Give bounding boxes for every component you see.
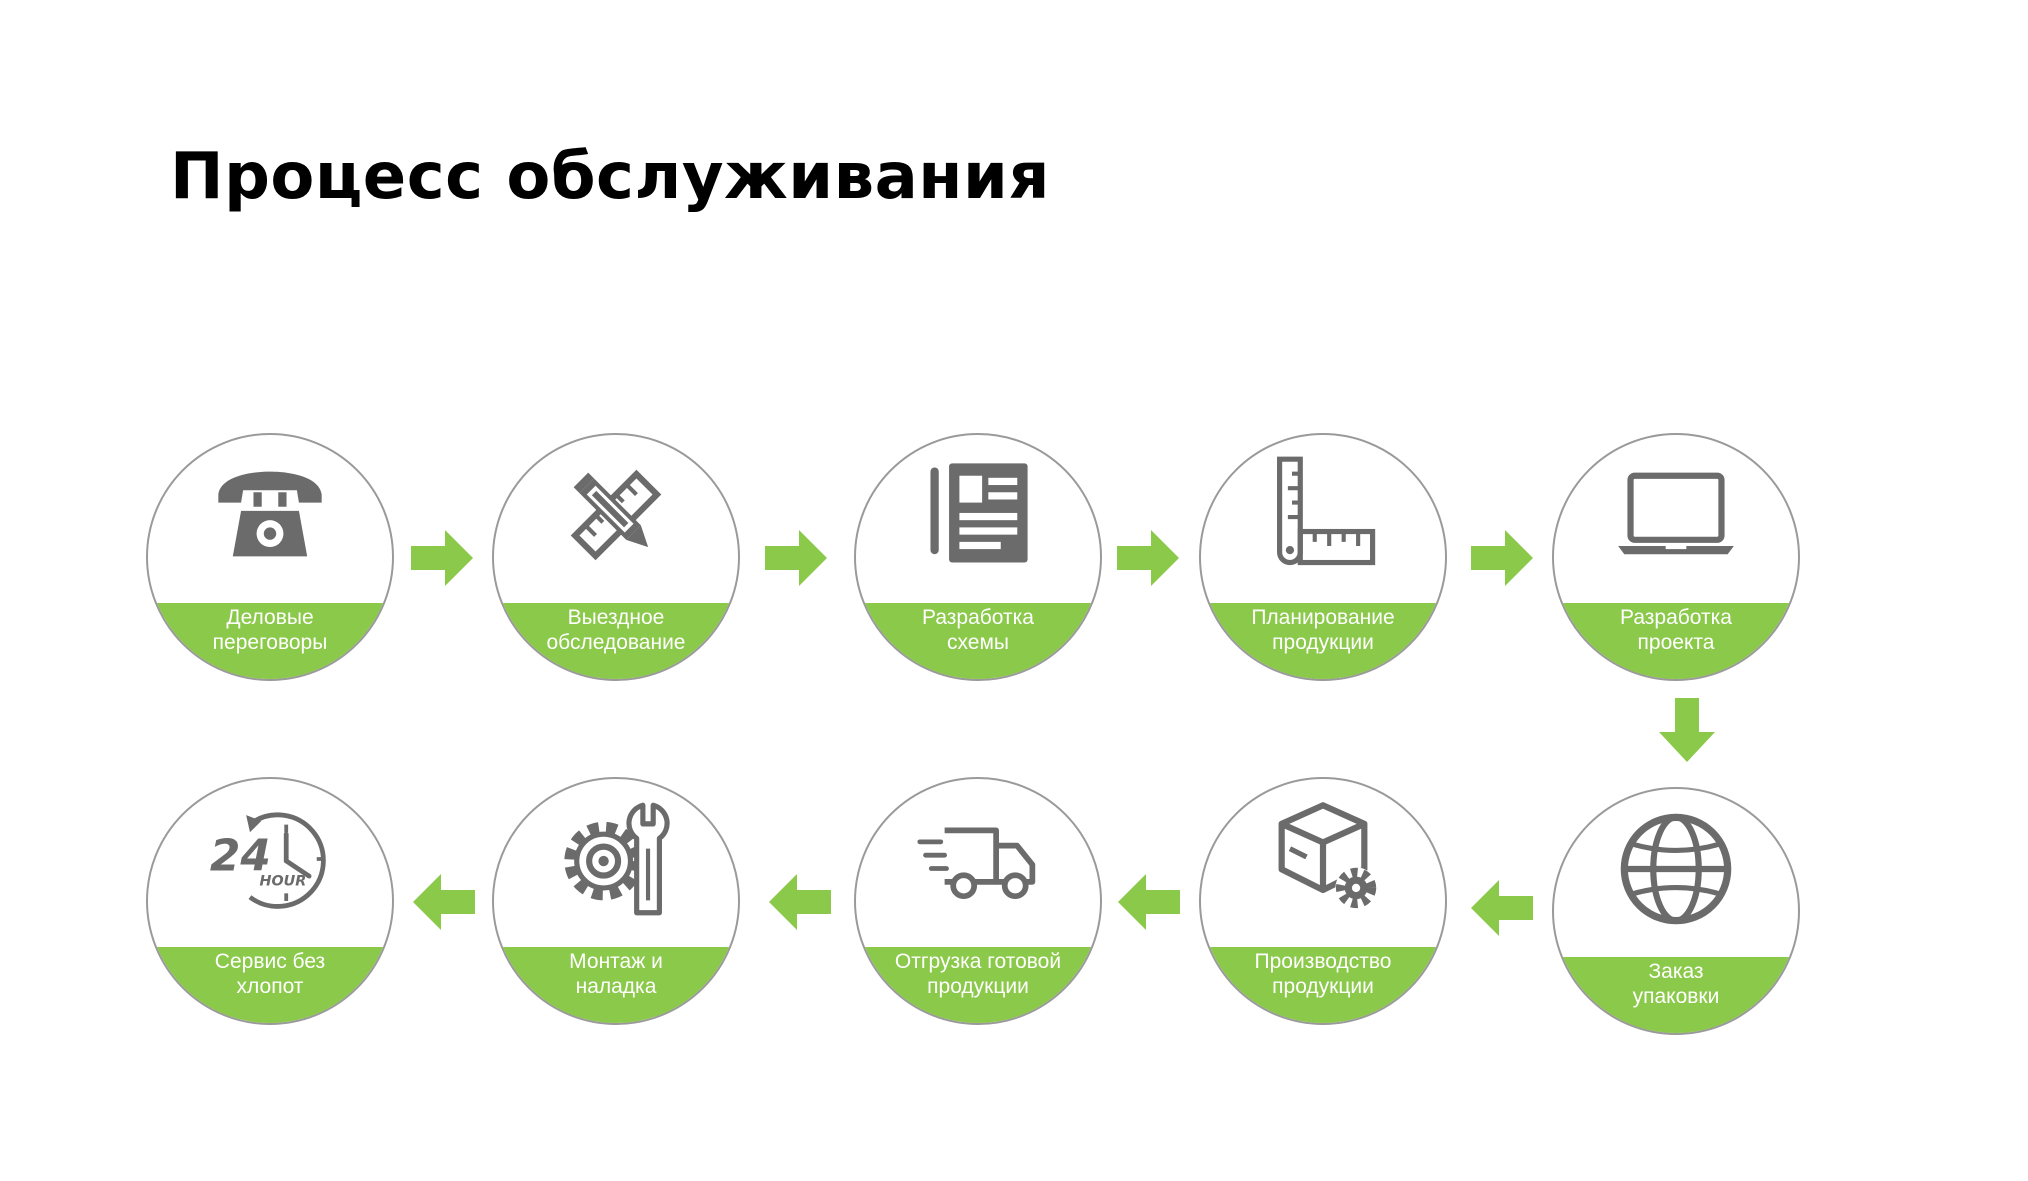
arrow-down-icon [1659,698,1715,762]
telephone-icon [218,471,322,557]
arrow-left-icon [413,874,475,930]
arrow-left-icon [769,874,831,930]
24-hour-clock-icon: 24 HOUR [210,812,326,909]
delivery-truck-icon [917,827,1036,900]
measuring-tools-icon [1277,456,1376,566]
arrow-right-icon [765,530,827,586]
page-title: Процесс обслуживания [170,140,1050,214]
arrow-left-icon [1118,874,1180,930]
arrow-right-icon [1471,530,1533,586]
arrow-right-icon [1117,530,1179,586]
box-gear-icon [1278,802,1377,909]
laptop-icon [1618,472,1734,555]
globe-icon [1620,813,1732,925]
pencil-ruler-icon [570,469,662,561]
document-icon [930,463,1028,563]
arrow-left-icon [1471,880,1533,936]
arrow-right-icon [411,530,473,586]
clock-icon-number: 24 [210,830,271,881]
gear-wrench-icon [564,802,670,916]
clock-icon-unit: HOUR [260,874,307,890]
